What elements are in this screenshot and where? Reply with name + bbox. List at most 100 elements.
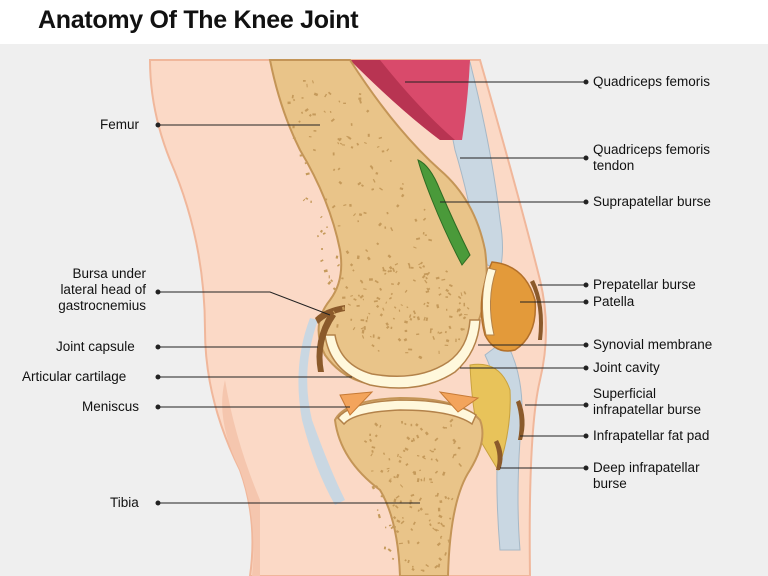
bone-speckle bbox=[419, 427, 424, 431]
bone-speckle bbox=[421, 274, 426, 279]
bone-speckle bbox=[393, 306, 397, 309]
bone-speckle bbox=[447, 497, 450, 500]
tibia-bone bbox=[333, 396, 484, 576]
bone-speckle bbox=[398, 309, 401, 312]
bone-speckle bbox=[386, 467, 390, 470]
bone-speckle bbox=[418, 355, 422, 359]
deep-infrapatellar-bursa bbox=[494, 440, 503, 470]
bone-speckle bbox=[399, 456, 402, 459]
bone-speckle bbox=[447, 539, 450, 541]
bone-speckle bbox=[384, 226, 387, 229]
bone-speckle bbox=[292, 125, 295, 129]
bone-speckle bbox=[343, 204, 347, 207]
bone-speckle bbox=[311, 80, 314, 84]
label-line: Superficial bbox=[593, 386, 657, 401]
bone-speckle bbox=[387, 254, 392, 259]
bone-speckle bbox=[448, 517, 452, 520]
femur-cartilage bbox=[324, 319, 481, 389]
bone-speckle bbox=[357, 220, 360, 223]
label-synovial-membrane: Synovial membrane bbox=[593, 337, 713, 352]
patella-cartilage bbox=[481, 267, 497, 336]
bone-speckle bbox=[365, 319, 368, 323]
label-joint-cavity: Joint cavity bbox=[593, 360, 660, 375]
bone-speckle bbox=[313, 130, 317, 132]
bone-speckle bbox=[320, 215, 323, 219]
bone-speckle bbox=[422, 569, 425, 572]
suprapatellar-bursa bbox=[417, 159, 471, 266]
meniscus-back bbox=[339, 391, 374, 416]
bone-speckle bbox=[444, 344, 449, 346]
bone-speckle bbox=[386, 148, 390, 152]
bone-speckle bbox=[430, 458, 433, 461]
bone-speckle bbox=[397, 337, 402, 342]
bone-speckle bbox=[391, 283, 394, 286]
bone-speckle bbox=[366, 256, 371, 261]
label-line: lateral head of bbox=[60, 282, 146, 297]
bone-speckle bbox=[390, 326, 393, 330]
label-line: Bursa under bbox=[72, 266, 146, 281]
bone-speckle bbox=[312, 148, 316, 152]
bone-speckle bbox=[337, 141, 340, 145]
bone-speckle bbox=[301, 97, 304, 99]
bone-speckle bbox=[299, 154, 303, 157]
bone-speckle bbox=[390, 227, 394, 232]
bone-speckle bbox=[399, 484, 404, 488]
bone-speckle bbox=[395, 473, 400, 479]
bone-speckle bbox=[434, 470, 439, 474]
bone-speckle bbox=[457, 446, 461, 450]
bone-speckle bbox=[385, 301, 388, 304]
bone-speckle bbox=[442, 471, 446, 476]
bone-speckle bbox=[444, 330, 447, 334]
bone-speckle bbox=[332, 168, 336, 172]
bone-speckle bbox=[423, 316, 426, 321]
page-title: Anatomy Of The Knee Joint bbox=[38, 6, 359, 34]
bone-speckle bbox=[445, 288, 450, 293]
bone-speckle bbox=[401, 420, 404, 424]
label-prepatellar-burse: Prepatellar burse bbox=[593, 277, 696, 292]
bone-speckle bbox=[397, 453, 399, 458]
bone-speckle bbox=[339, 142, 343, 145]
bone-speckle bbox=[412, 565, 414, 568]
bone-speckle bbox=[435, 276, 440, 280]
bone-speckle bbox=[330, 279, 334, 283]
bone-speckle bbox=[360, 327, 365, 330]
bone-speckle bbox=[402, 449, 406, 453]
infrapatellar-fat-pad bbox=[469, 363, 511, 472]
bone-speckle bbox=[341, 306, 345, 311]
bone-speckle bbox=[424, 513, 429, 515]
bone-speckle bbox=[374, 279, 379, 284]
bone-speckle bbox=[428, 238, 433, 242]
bone-speckle bbox=[438, 514, 443, 519]
bone-speckle bbox=[432, 527, 436, 531]
bone-speckle bbox=[388, 458, 391, 461]
bone-speckle bbox=[383, 546, 387, 550]
bone-speckle bbox=[326, 226, 328, 228]
bone-speckle bbox=[350, 294, 354, 297]
bone-speckle bbox=[362, 298, 365, 301]
bone-speckle bbox=[434, 528, 438, 532]
bone-speckle bbox=[310, 200, 312, 203]
bone-speckle bbox=[416, 333, 420, 336]
bone-speckle bbox=[376, 242, 380, 246]
bone-speckle bbox=[357, 294, 361, 297]
bone-speckle bbox=[411, 567, 415, 572]
bone-speckle bbox=[395, 530, 400, 534]
bone-speckle bbox=[369, 165, 374, 170]
bone-speckle bbox=[410, 439, 414, 443]
bone-speckle bbox=[392, 504, 396, 507]
bone-speckle bbox=[360, 319, 365, 322]
bone-speckle bbox=[409, 505, 413, 509]
bone-speckle bbox=[428, 519, 431, 522]
bone-speckle bbox=[347, 136, 352, 140]
bone-speckle bbox=[387, 270, 390, 273]
bone-speckle bbox=[388, 265, 393, 270]
bone-speckle bbox=[458, 463, 463, 467]
bone-speckle bbox=[389, 159, 392, 162]
bone-speckle bbox=[345, 285, 349, 290]
bone-speckle bbox=[361, 335, 365, 339]
bone-speckle bbox=[410, 493, 415, 497]
bone-speckle bbox=[434, 564, 439, 569]
bone-speckle bbox=[444, 552, 447, 556]
bone-speckle bbox=[435, 458, 439, 462]
